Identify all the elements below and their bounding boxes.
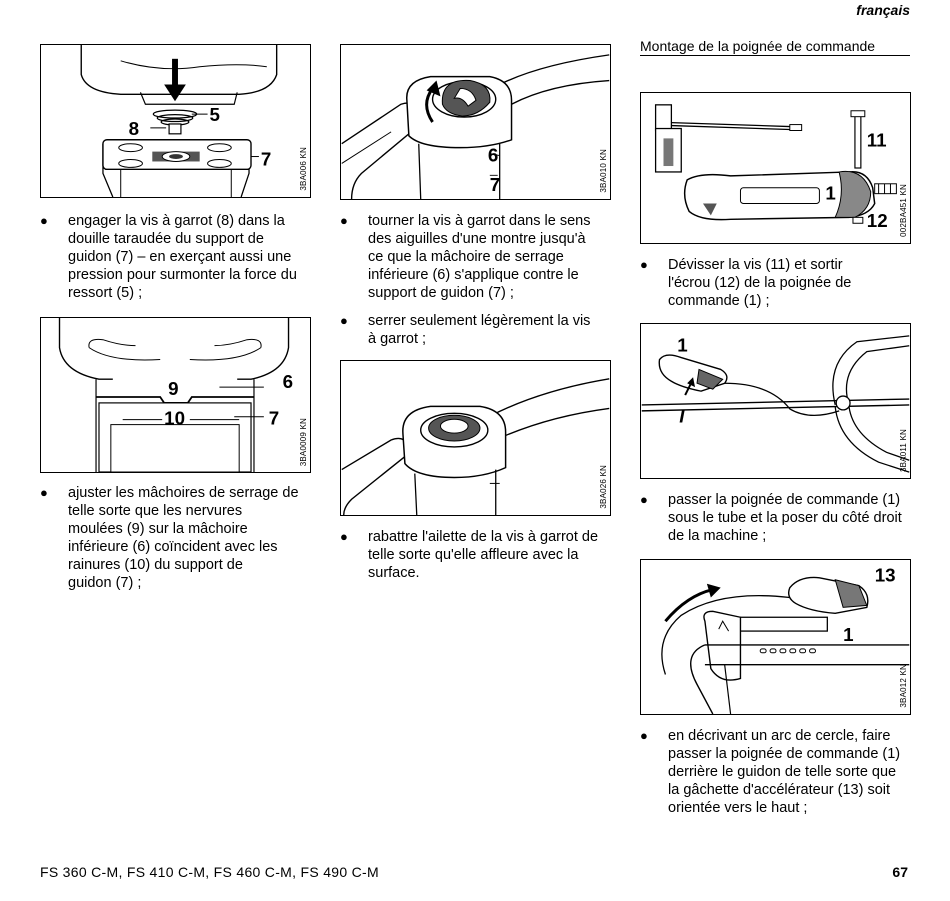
text-line: tourner la vis à garrot dans le sens	[368, 213, 591, 229]
bullet-dot: ●	[340, 313, 348, 328]
fig3-label-6: 6	[488, 144, 498, 165]
bullet-dot: ●	[40, 213, 48, 228]
text-line: sous le tube et la poser du côté droit	[668, 510, 902, 526]
figure-code: 3BA011 KN	[899, 428, 908, 472]
footer-model-list: FS 360 C-M, FS 410 C-M, FS 460 C-M, FS 4…	[40, 864, 379, 880]
fig1-label-8: 8	[129, 118, 139, 139]
figure-5-illustration: 11 1 12	[654, 104, 897, 231]
figure-1-illustration: 5 8 7	[80, 45, 278, 197]
fig1-label-5: 5	[210, 104, 220, 125]
text-line: serrer seulement légèrement la vis	[368, 313, 591, 329]
text-line: passer la poignée de commande (1)	[668, 746, 901, 762]
fig6-label-1: 1	[677, 335, 687, 356]
figure-turn-clamp-screw: 6 7 3BA010 KN	[340, 44, 611, 200]
fig5-label-12: 12	[867, 210, 888, 231]
fig2-label-10: 10	[164, 408, 185, 429]
text-line: pression pour surmonter la force du	[68, 267, 297, 283]
text-line: surface.	[368, 565, 420, 581]
figure-code: 3BA006 KN	[299, 147, 308, 191]
fig5-label-11: 11	[867, 129, 887, 150]
figure-handle-under-tube: 1 I 3BA011 KN	[640, 323, 911, 479]
text-line: inférieure (6) coïncident avec les	[68, 539, 278, 555]
text-line: inférieure (6) s'applique contre le	[368, 267, 579, 283]
text-line: orientée vers le haut ;	[668, 800, 808, 816]
figure-code: 3BA026 KN	[599, 465, 608, 509]
bullet-dot: ●	[40, 485, 48, 500]
text-line: Dévisser la vis (11) et sortir	[668, 257, 843, 273]
bullet-dot: ●	[340, 529, 348, 544]
instruction-turn-screw: ● tourner la vis à garrot dans le sens d…	[340, 212, 615, 302]
section-title: Montage de la poignée de commande	[640, 38, 910, 56]
text-line: la gâchette d'accélérateur (13) soit	[668, 782, 891, 798]
instruction-tighten-lightly: ● serrer seulement légèrement la vis à g…	[340, 312, 615, 348]
page-number: 67	[892, 864, 908, 880]
figure-6-illustration: 1 I	[641, 335, 910, 473]
bullet-dot: ●	[640, 728, 648, 743]
fig7-label-1: 1	[843, 624, 853, 645]
fig1-label-7: 7	[261, 148, 271, 169]
figure-clamp-screw-insert: 5 8 7 3BA006 KN	[40, 44, 311, 198]
text-line: des aiguilles d'une montre jusqu'à	[368, 231, 586, 247]
text-line: derrière le guidon de telle sorte que	[668, 764, 897, 780]
text-line: guidon (7) ;	[68, 575, 142, 591]
figure-3-illustration: 6 7	[341, 54, 610, 199]
fig6-label-I: I	[679, 406, 685, 427]
bullet-dot: ●	[640, 257, 648, 272]
figure-handle-arc-behind-guidon: 13 1 3BA012 KN	[640, 559, 911, 715]
figure-code: 3BA012 KN	[899, 664, 908, 708]
text-line: ressort (5) ;	[68, 285, 143, 301]
figure-clamp-jaw-alignment: 9 10 6 7 3BA0009 KN	[40, 317, 311, 473]
text-line: telle sorte que les nervures	[68, 503, 243, 519]
text-line: à garrot ;	[368, 331, 427, 347]
instruction-adjust-jaws: ● ajuster les mâchoires de serrage de te…	[40, 484, 315, 592]
fig7-label-13: 13	[875, 565, 896, 586]
text-line: moulées (9) sur la mâchoire	[68, 521, 248, 537]
fig5-label-1: 1	[825, 183, 835, 204]
text-line: rainures (10) du support de	[68, 557, 243, 573]
figure-control-handle-parts: 11 1 12 002BA451 KN	[640, 92, 911, 244]
text-line: ajuster les mâchoires de serrage de	[68, 485, 299, 501]
fig2-label-7: 7	[269, 408, 279, 429]
language-label: français	[856, 2, 910, 18]
fig2-label-9: 9	[168, 378, 178, 399]
text-line: guidon (7) – en exerçant aussi une	[68, 249, 292, 265]
instruction-pass-handle-under-tube: ● passer la poignée de commande (1) sous…	[640, 491, 915, 545]
figure-code: 3BA010 KN	[599, 149, 608, 193]
text-line: l'écrou (12) de la poignée de	[668, 275, 852, 291]
text-line: en décrivant un arc de cercle, faire	[668, 728, 891, 744]
text-line: commande (1) ;	[668, 293, 770, 309]
bullet-dot: ●	[640, 492, 648, 507]
figure-code: 002BA451 KN	[899, 184, 908, 237]
figure-fold-wing: 3BA026 KN	[340, 360, 611, 516]
text-line: telle sorte qu'elle affleure avec la	[368, 547, 579, 563]
text-line: engager la vis à garrot (8) dans la	[68, 213, 285, 229]
instruction-engage-screw: ● engager la vis à garrot (8) dans la do…	[40, 212, 315, 302]
instruction-fold-wing: ● rabattre l'ailette de la vis à garrot …	[340, 528, 615, 582]
text-line: rabattre l'ailette de la vis à garrot de	[368, 529, 599, 545]
instruction-arc-handle: ● en décrivant un arc de cercle, faire p…	[640, 727, 915, 817]
figure-7-illustration: 13 1	[661, 565, 910, 714]
bullet-dot: ●	[340, 213, 348, 228]
text-line: passer la poignée de commande (1)	[668, 492, 901, 508]
text-line: de la machine ;	[668, 528, 767, 544]
fig3-label-7: 7	[490, 174, 500, 195]
fig2-label-6: 6	[283, 371, 293, 392]
text-line: douille taraudée du support de	[68, 231, 264, 247]
figure-code: 3BA0009 KN	[299, 417, 308, 466]
figure-2-illustration: 9 10 6 7	[58, 318, 293, 472]
instruction-remove-screw-nut: ● Dévisser la vis (11) et sortir l'écrou…	[640, 256, 915, 310]
figure-4-illustration	[341, 378, 610, 515]
text-line: ce que la mâchoire de serrage	[368, 249, 564, 265]
text-line: support de guidon (7) ;	[368, 285, 514, 301]
